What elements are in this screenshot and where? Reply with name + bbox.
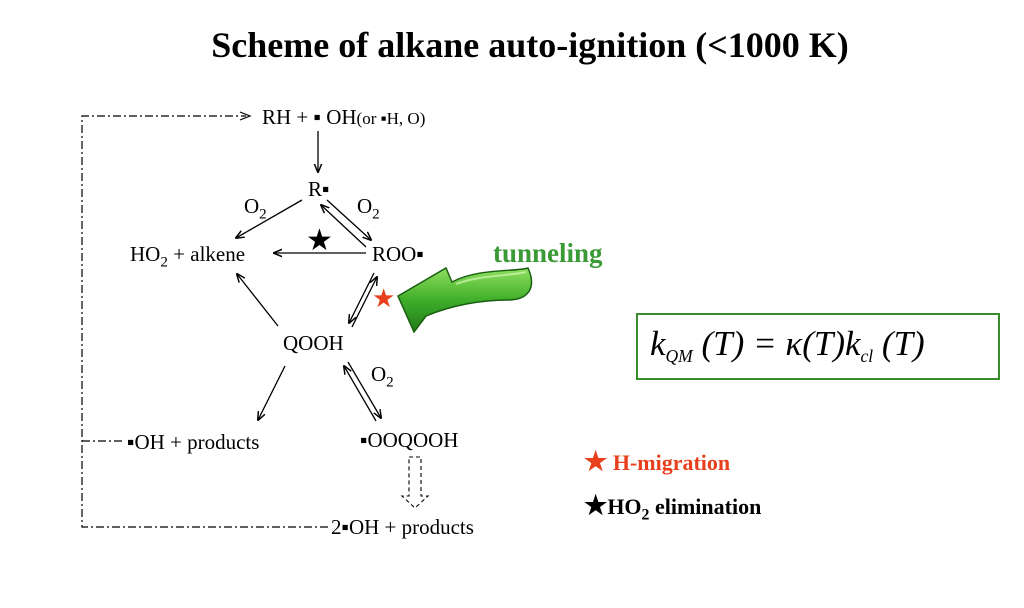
feedback-arrowhead: [239, 111, 252, 121]
arrow-r-to-ho2: [236, 199, 303, 238]
arrow-qooh-to-oh: [258, 365, 286, 420]
species-2oh-products: 2▪OH + products: [331, 515, 474, 539]
species-roo: ROO▪: [372, 242, 424, 266]
species-qooh: QOOH: [283, 331, 344, 355]
arrow-qooh-to-roo: [351, 277, 377, 328]
red-star-icon: ★: [372, 284, 395, 314]
red-star-legend-icon: ★: [584, 447, 608, 476]
rate-equation: kQM (T) = κ(T)kcl (T): [650, 324, 925, 366]
label-o2-right: O2: [357, 194, 380, 223]
black-star-icon: ★: [306, 223, 333, 258]
arrow-ooqooh-to-qooh: [344, 366, 377, 422]
species-ho2-alkene: HO2 + alkene: [130, 242, 246, 271]
arrow-roo-to-r: [321, 205, 367, 248]
dashed-hollow-arrow: [400, 456, 430, 509]
legend-h-migration: ★ H-migration: [584, 447, 731, 476]
tunneling-arrow-highlight: [455, 271, 527, 285]
arrow-qooh-to-ooqooh: [347, 361, 381, 418]
arrow-r-to-roo: [326, 199, 371, 240]
species-r: R▪: [308, 177, 330, 201]
rate-equation-box: kQM (T) = κ(T)kcl (T): [636, 313, 1000, 380]
label-o2-left: O2: [244, 194, 267, 223]
black-star-legend-icon: ★: [584, 491, 608, 520]
feedback-loop-line: [81, 115, 328, 528]
tunneling-arrow-icon: [397, 266, 533, 334]
rh-note: (or ▪H, O): [356, 109, 426, 128]
label-o2-qooh: O2: [371, 362, 394, 391]
species-oh-products: ▪OH + products: [127, 430, 260, 454]
page-title: Scheme of alkane auto-ignition (<1000 K): [211, 25, 849, 65]
arrow-roo-to-qooh: [349, 272, 375, 323]
species-ooqooh: ▪OOQOOH: [360, 428, 459, 452]
tunneling-label: tunneling: [493, 238, 603, 268]
species-rh-oh: RH + ▪ OH(or ▪H, O): [262, 105, 426, 129]
legend-ho2-elimination: ★HO2 elimination: [584, 491, 762, 524]
arrow-qooh-to-ho2: [237, 274, 279, 327]
